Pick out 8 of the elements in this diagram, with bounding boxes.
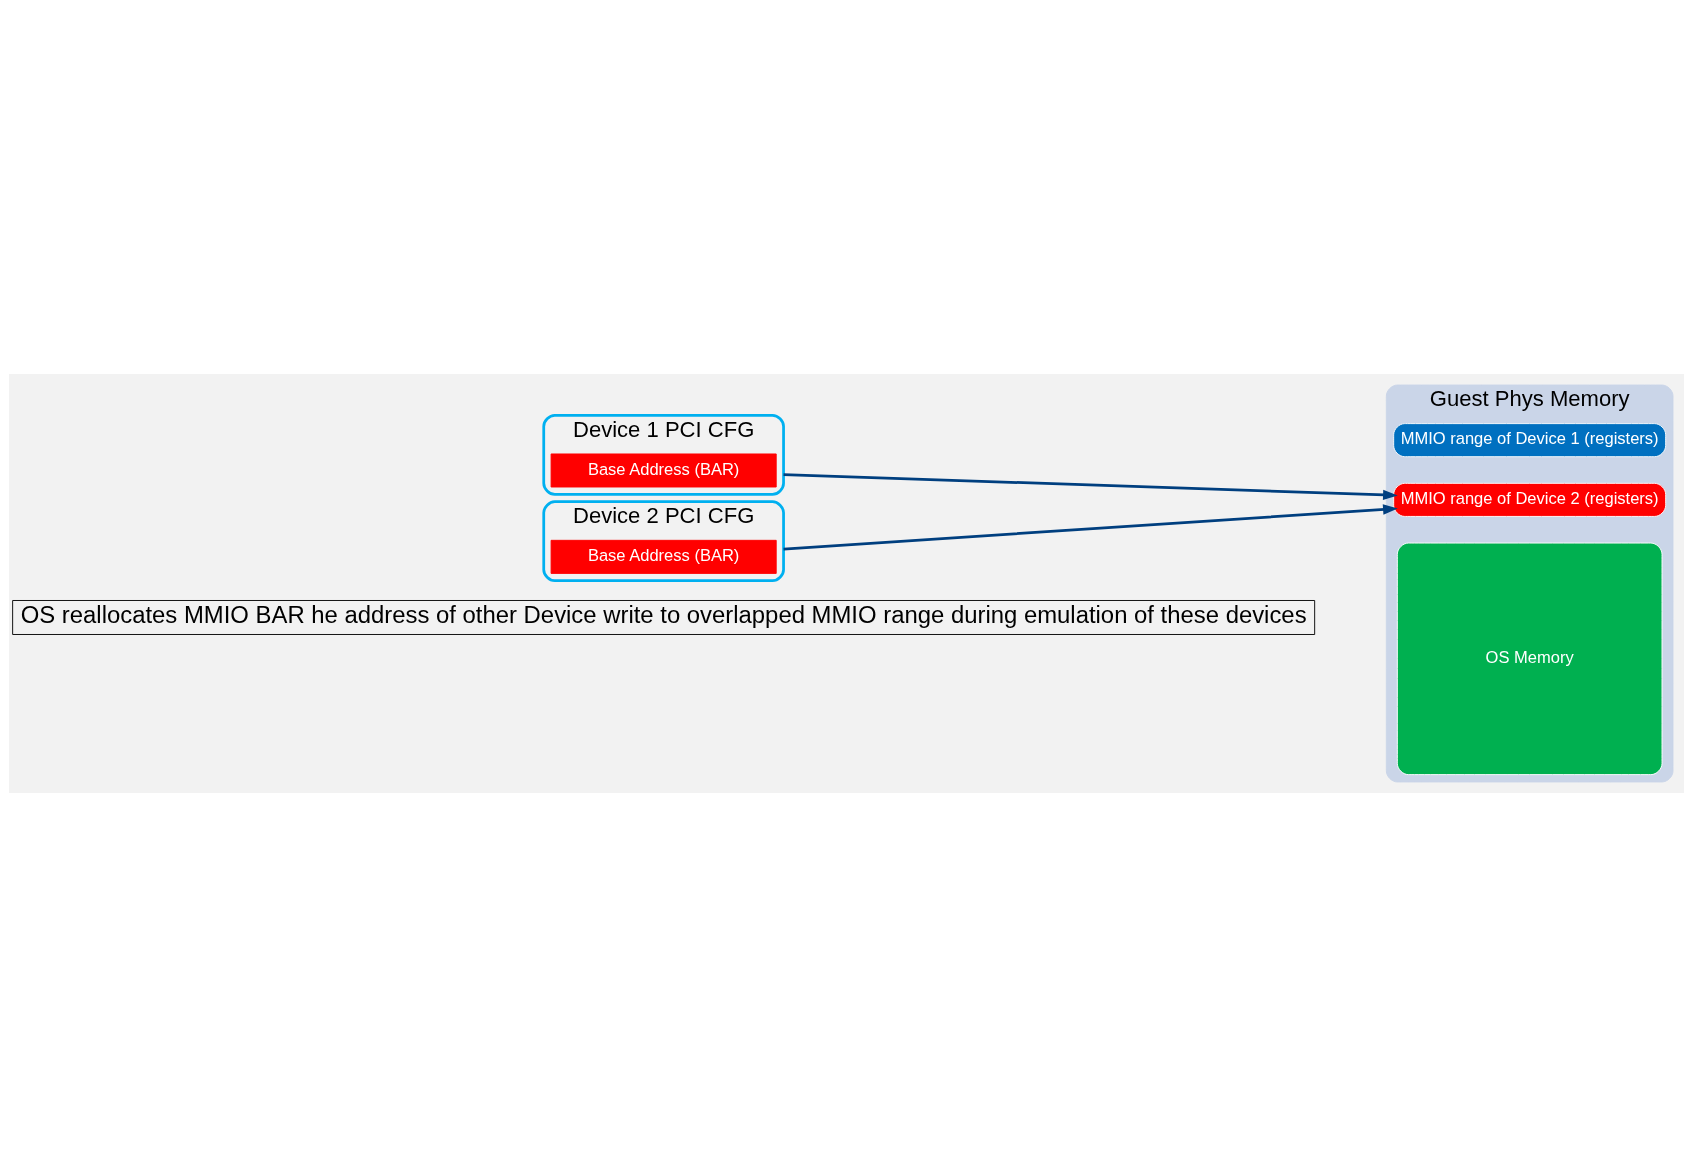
node-box: OS Memory xyxy=(1396,542,1663,775)
node-box: Base Address (BAR) xyxy=(550,539,777,574)
node-box: Base Address (BAR) xyxy=(550,453,777,487)
node-box: MMIO range of Device 2 (registers) xyxy=(1393,482,1667,517)
node-box: MMIO range of Device 1 (registers) xyxy=(1393,422,1667,457)
node-box: OS reallocates MMIO BAR he address of other Device write to overlapped MMIO range during emulation of these devices xyxy=(12,599,1316,635)
arrow xyxy=(783,503,1398,550)
arrow xyxy=(783,472,1398,500)
